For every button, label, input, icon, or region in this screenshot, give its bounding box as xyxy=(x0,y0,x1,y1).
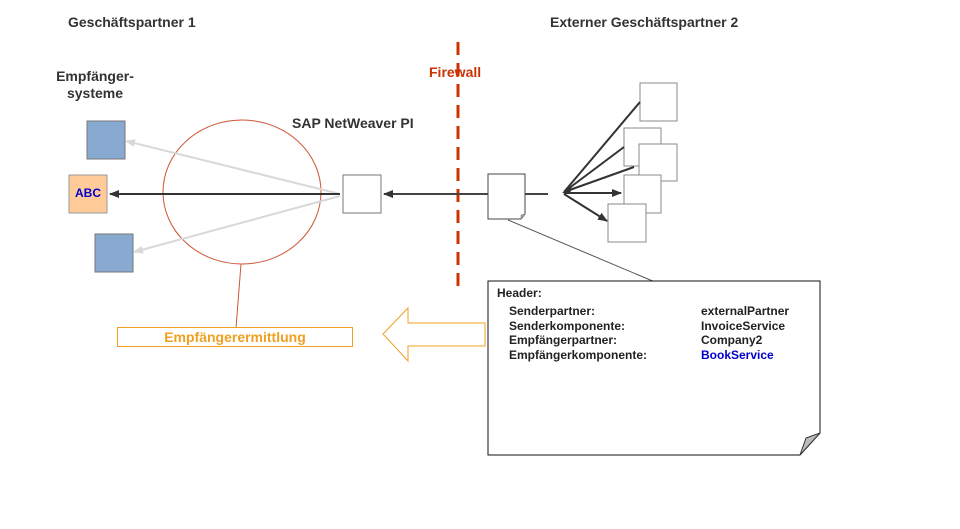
arrow-to-receiver-top xyxy=(125,139,341,195)
partner1-title: Geschäftspartner 1 xyxy=(68,14,196,30)
partner2-title: Externer Geschäftspartner 2 xyxy=(550,14,739,30)
arrow-from-external-1 xyxy=(563,101,641,193)
external-system-1 xyxy=(639,82,678,122)
receiver-determination-label: Empfängerermittlung xyxy=(117,327,353,347)
header-key-2: Empfängerpartner: xyxy=(509,333,618,347)
firewall-label: Firewall xyxy=(429,64,482,80)
arrow-to-receiver-bottom xyxy=(133,195,341,254)
netweaver-label: SAP NetWeaver PI xyxy=(292,115,414,131)
arrow-from-external-2 xyxy=(563,146,625,193)
header-value-0: externalPartner xyxy=(701,304,790,318)
receiver-systems-label-line2: systeme xyxy=(66,85,124,101)
arrow-to-external-5 xyxy=(563,193,608,222)
header-value-3: BookService xyxy=(701,348,774,362)
sap-pi-box xyxy=(342,174,382,214)
header-note-corner xyxy=(799,432,821,456)
message-document-corner xyxy=(520,213,526,220)
circle-connector-line xyxy=(235,263,242,329)
header-key-1: Senderkomponente: xyxy=(509,319,626,333)
header-value-1: InvoiceService xyxy=(701,319,786,333)
header-title: Header: xyxy=(497,286,542,300)
receiver-determination-circle xyxy=(162,119,322,265)
hub-arrowhead xyxy=(562,186,572,194)
receiver-system-bottom xyxy=(94,233,134,273)
header-value-2: Company2 xyxy=(701,333,763,347)
abc-label: ABC xyxy=(75,186,101,200)
receiver-systems-label-line1: Empfänger- xyxy=(56,68,134,84)
callout-line xyxy=(507,219,656,283)
hollow-arrow xyxy=(382,306,486,363)
header-key-0: Senderpartner: xyxy=(509,304,596,318)
message-document xyxy=(487,173,526,220)
receiver-system-abc xyxy=(68,174,108,214)
receiver-system-top xyxy=(86,120,126,160)
header-key-3: Empfängerkomponente: xyxy=(509,348,648,362)
external-system-5 xyxy=(607,203,647,243)
arrow-from-external-3 xyxy=(563,166,635,193)
